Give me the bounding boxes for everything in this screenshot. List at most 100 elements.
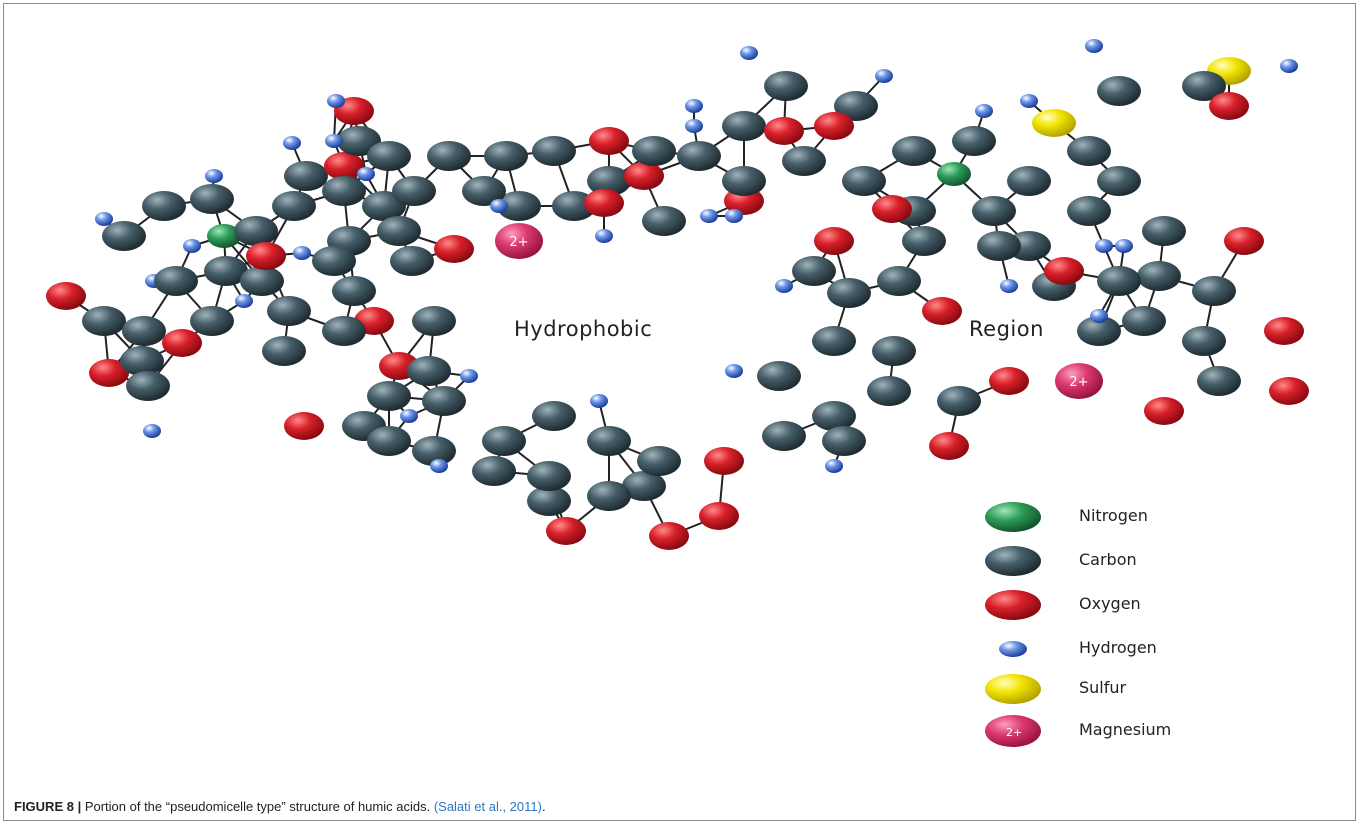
carbon-atom — [1077, 316, 1121, 346]
oxygen-atom — [584, 189, 624, 217]
oxygen-atom — [284, 412, 324, 440]
carbon-atom — [822, 426, 866, 456]
carbon-atom — [82, 306, 126, 336]
hydrogen-atom — [205, 169, 223, 183]
caption-label: FIGURE 8 | — [14, 799, 82, 814]
carbon-atom — [937, 386, 981, 416]
hydrophobic-label: Hydrophobic — [514, 317, 653, 341]
carbon-atom — [267, 296, 311, 326]
carbon-atom — [1067, 196, 1111, 226]
magnesium-atom — [1055, 363, 1103, 399]
oxygen-atom — [922, 297, 962, 325]
oxygen-atom — [162, 329, 202, 357]
oxygen-atom — [324, 152, 364, 180]
legend-item-sulfur: Sulfur — [974, 668, 1274, 708]
oxygen-swatch-icon — [985, 590, 1041, 620]
legend-item-nitrogen: Nitrogen — [974, 496, 1274, 536]
hydrogen-atom — [490, 199, 508, 213]
hydrogen-atom — [725, 364, 743, 378]
oxygen-atom — [546, 517, 586, 545]
sulfur-atom — [1032, 109, 1076, 137]
carbon-atom — [622, 471, 666, 501]
hydrogen-atom — [1090, 309, 1108, 323]
carbon-atom — [427, 141, 471, 171]
hydrogen-atom — [1280, 59, 1298, 73]
oxygen-atom — [1224, 227, 1264, 255]
carbon-atom — [422, 386, 466, 416]
carbon-atom — [587, 426, 631, 456]
magnesium-ion: 2+ — [1055, 363, 1103, 399]
carbon-atom — [867, 376, 911, 406]
carbon-atom — [102, 221, 146, 251]
hydrogen-atom — [1115, 239, 1133, 253]
carbon-atom — [1067, 136, 1111, 166]
carbon-atom — [952, 126, 996, 156]
hydrogen-atom — [700, 209, 718, 223]
carbon-atom — [122, 316, 166, 346]
legend-label: Nitrogen — [1079, 506, 1148, 525]
carbon-atom — [552, 191, 596, 221]
carbon-atom — [472, 456, 516, 486]
hydrogen-atom — [235, 294, 253, 308]
oxygen-atom — [814, 227, 854, 255]
carbon-atom — [284, 161, 328, 191]
molecular-structure-figure: 2+ 2+ Hydrophobic Region — [44, 31, 1324, 755]
hydrogen-atom — [825, 459, 843, 473]
oxygen-atom — [814, 112, 854, 140]
magnesium-swatch-icon: 2+ — [985, 715, 1041, 747]
nitrogen-swatch-icon — [985, 502, 1041, 532]
carbon-atom — [527, 461, 571, 491]
legend-item-oxygen: Oxygen — [974, 584, 1274, 624]
magnesium-atom — [495, 223, 543, 259]
citation-link[interactable]: (Salati et al., 2011) — [433, 799, 542, 814]
hydrogen-atom — [590, 394, 608, 408]
carbon-atom — [1007, 166, 1051, 196]
carbon-atom — [190, 184, 234, 214]
hydrogen-atom — [740, 46, 758, 60]
carbon-atom — [812, 401, 856, 431]
carbon-atom — [1197, 366, 1241, 396]
carbon-atom — [412, 306, 456, 336]
hydrogen-atom — [685, 99, 703, 113]
oxygen-atom — [89, 359, 129, 387]
legend-item-magnesium: 2+Magnesium — [974, 710, 1274, 750]
hydrogen-atom — [95, 212, 113, 226]
hydrogen-atom — [975, 104, 993, 118]
hydrogen-atom — [1095, 239, 1113, 253]
carbon-atom — [637, 446, 681, 476]
carbon-atom — [532, 136, 576, 166]
region-label: Region — [969, 317, 1044, 341]
figure-frame: 2+ 2+ Hydrophobic Region — [3, 3, 1356, 821]
oxygen-atom — [929, 432, 969, 460]
oxygen-atom — [1044, 257, 1084, 285]
carbon-atom — [872, 336, 916, 366]
carbon-atom — [827, 278, 871, 308]
oxygen-atom — [649, 522, 689, 550]
hydrogen-atom — [327, 94, 345, 108]
hydrogen-atom — [1020, 94, 1038, 108]
ion-charge-label: 2+ — [509, 235, 528, 250]
hydrogen-atom — [1085, 39, 1103, 53]
carbon-atom — [154, 266, 198, 296]
carbon-atom — [757, 361, 801, 391]
carbon-atom — [632, 136, 676, 166]
carbon-atom — [322, 316, 366, 346]
hydrogen-atom — [293, 246, 311, 260]
carbon-atom — [892, 136, 936, 166]
hydrogen-atom — [460, 369, 478, 383]
svg-text:2+: 2+ — [1006, 726, 1022, 739]
oxygen-atom — [704, 447, 744, 475]
oxygen-atom — [246, 242, 286, 270]
carbon-atom — [1097, 76, 1141, 106]
carbon-atom — [1182, 71, 1226, 101]
oxygen-atom — [624, 162, 664, 190]
oxygen-atom — [434, 235, 474, 263]
carbon-atom — [532, 401, 576, 431]
carbon-atom — [240, 266, 284, 296]
carbon-atom — [1182, 326, 1226, 356]
carbon-atom — [392, 176, 436, 206]
oxygen-atom — [1269, 377, 1309, 405]
carbon-atom — [497, 191, 541, 221]
figure-caption: FIGURE 8 | Portion of the “pseudomicelle… — [14, 799, 546, 814]
carbon-atom — [332, 276, 376, 306]
